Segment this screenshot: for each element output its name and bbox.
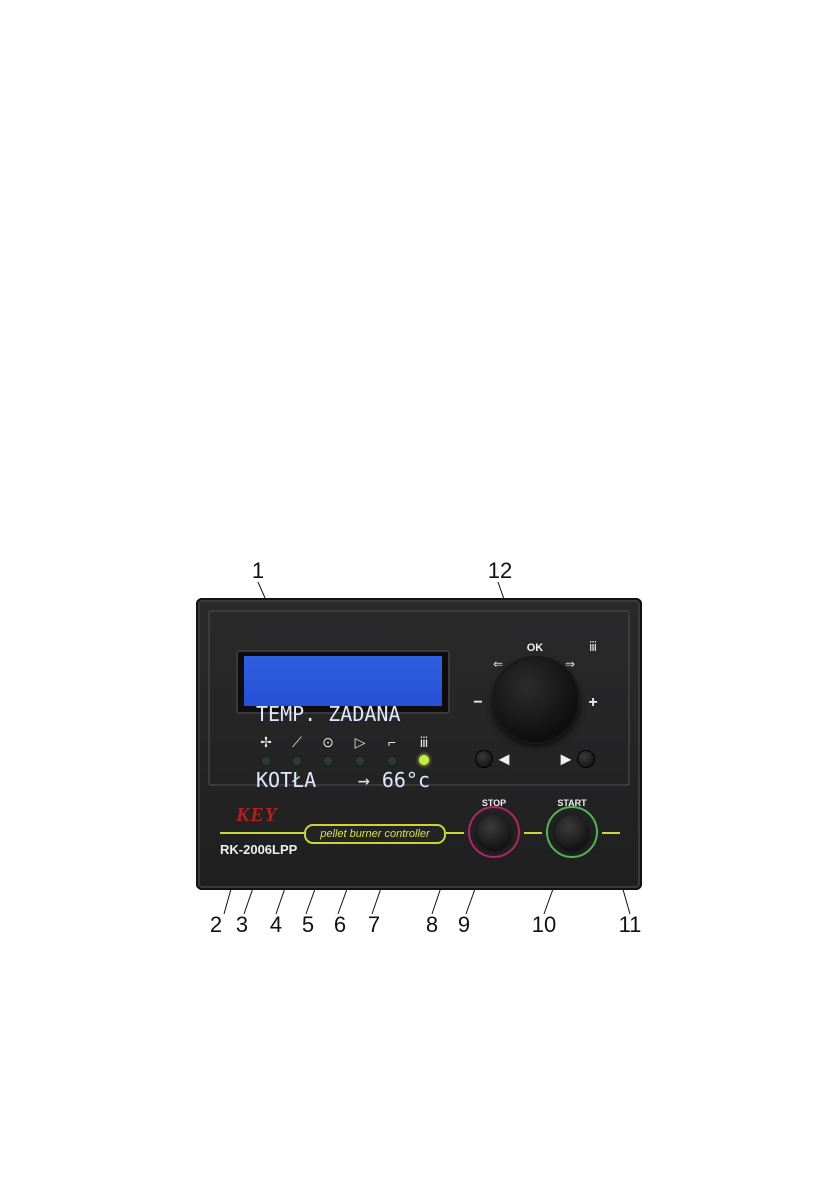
tap-water-icon: ⌐: [388, 735, 396, 749]
callout-number-2: 2: [210, 914, 222, 936]
callout-number-5: 5: [302, 914, 314, 936]
arrow-ccw-icon: ⇐: [493, 657, 503, 671]
right-arrow-button[interactable]: [578, 751, 594, 767]
tagline-badge: pellet burner controller: [304, 824, 446, 844]
radiator-icon: ⅲ: [420, 735, 429, 749]
callout-number-10: 10: [532, 914, 556, 936]
left-arrow-icon: ◀: [499, 751, 510, 768]
brand-logo: KEY: [236, 804, 278, 827]
fan-icon: ✢: [260, 735, 272, 749]
stop-button[interactable]: [477, 815, 511, 849]
led-pump: [356, 757, 365, 766]
lcd-line-1: TEMP. ZADANA: [256, 703, 430, 725]
lcd-line-2-value: → 66°c: [358, 769, 430, 791]
start-button[interactable]: [555, 815, 589, 849]
lcd-display: TEMP. ZADANA KOTŁA → 66°c: [244, 656, 442, 706]
callout-number-4: 4: [270, 914, 282, 936]
callout-number-3: 3: [236, 914, 248, 936]
callout-number-7: 7: [368, 914, 380, 936]
heater-icon: ⊙: [322, 735, 334, 749]
callout-number-11: 11: [619, 914, 642, 936]
left-arrow-button[interactable]: [476, 751, 492, 767]
callout-number-9: 9: [458, 914, 470, 936]
knob-minus-label: −: [473, 694, 482, 712]
feeder-icon: ⟋: [292, 735, 302, 749]
callout-number-8: 8: [426, 914, 438, 936]
rotary-knob[interactable]: [492, 656, 580, 744]
right-arrow-icon: ▶: [561, 751, 572, 768]
led-fan: [262, 757, 271, 766]
pump-icon: ▷: [355, 735, 366, 749]
led-tap-water: [388, 757, 397, 766]
knob-ok-label: OK: [527, 642, 544, 654]
led-radiator: [419, 755, 429, 765]
led-feeder: [293, 757, 302, 766]
model-label: RK-2006LPP: [220, 842, 297, 857]
knob-plus-label: +: [588, 694, 597, 712]
callout-number-1: 1: [252, 560, 264, 582]
callout-number-6: 6: [334, 914, 346, 936]
led-heater: [324, 757, 333, 766]
callout-number-12: 12: [488, 560, 512, 582]
lcd-line-2-label: KOTŁA: [256, 769, 316, 791]
radiator-mode-icon: ⅲ: [589, 640, 597, 654]
lcd-line-2: KOTŁA → 66°c: [256, 769, 430, 791]
